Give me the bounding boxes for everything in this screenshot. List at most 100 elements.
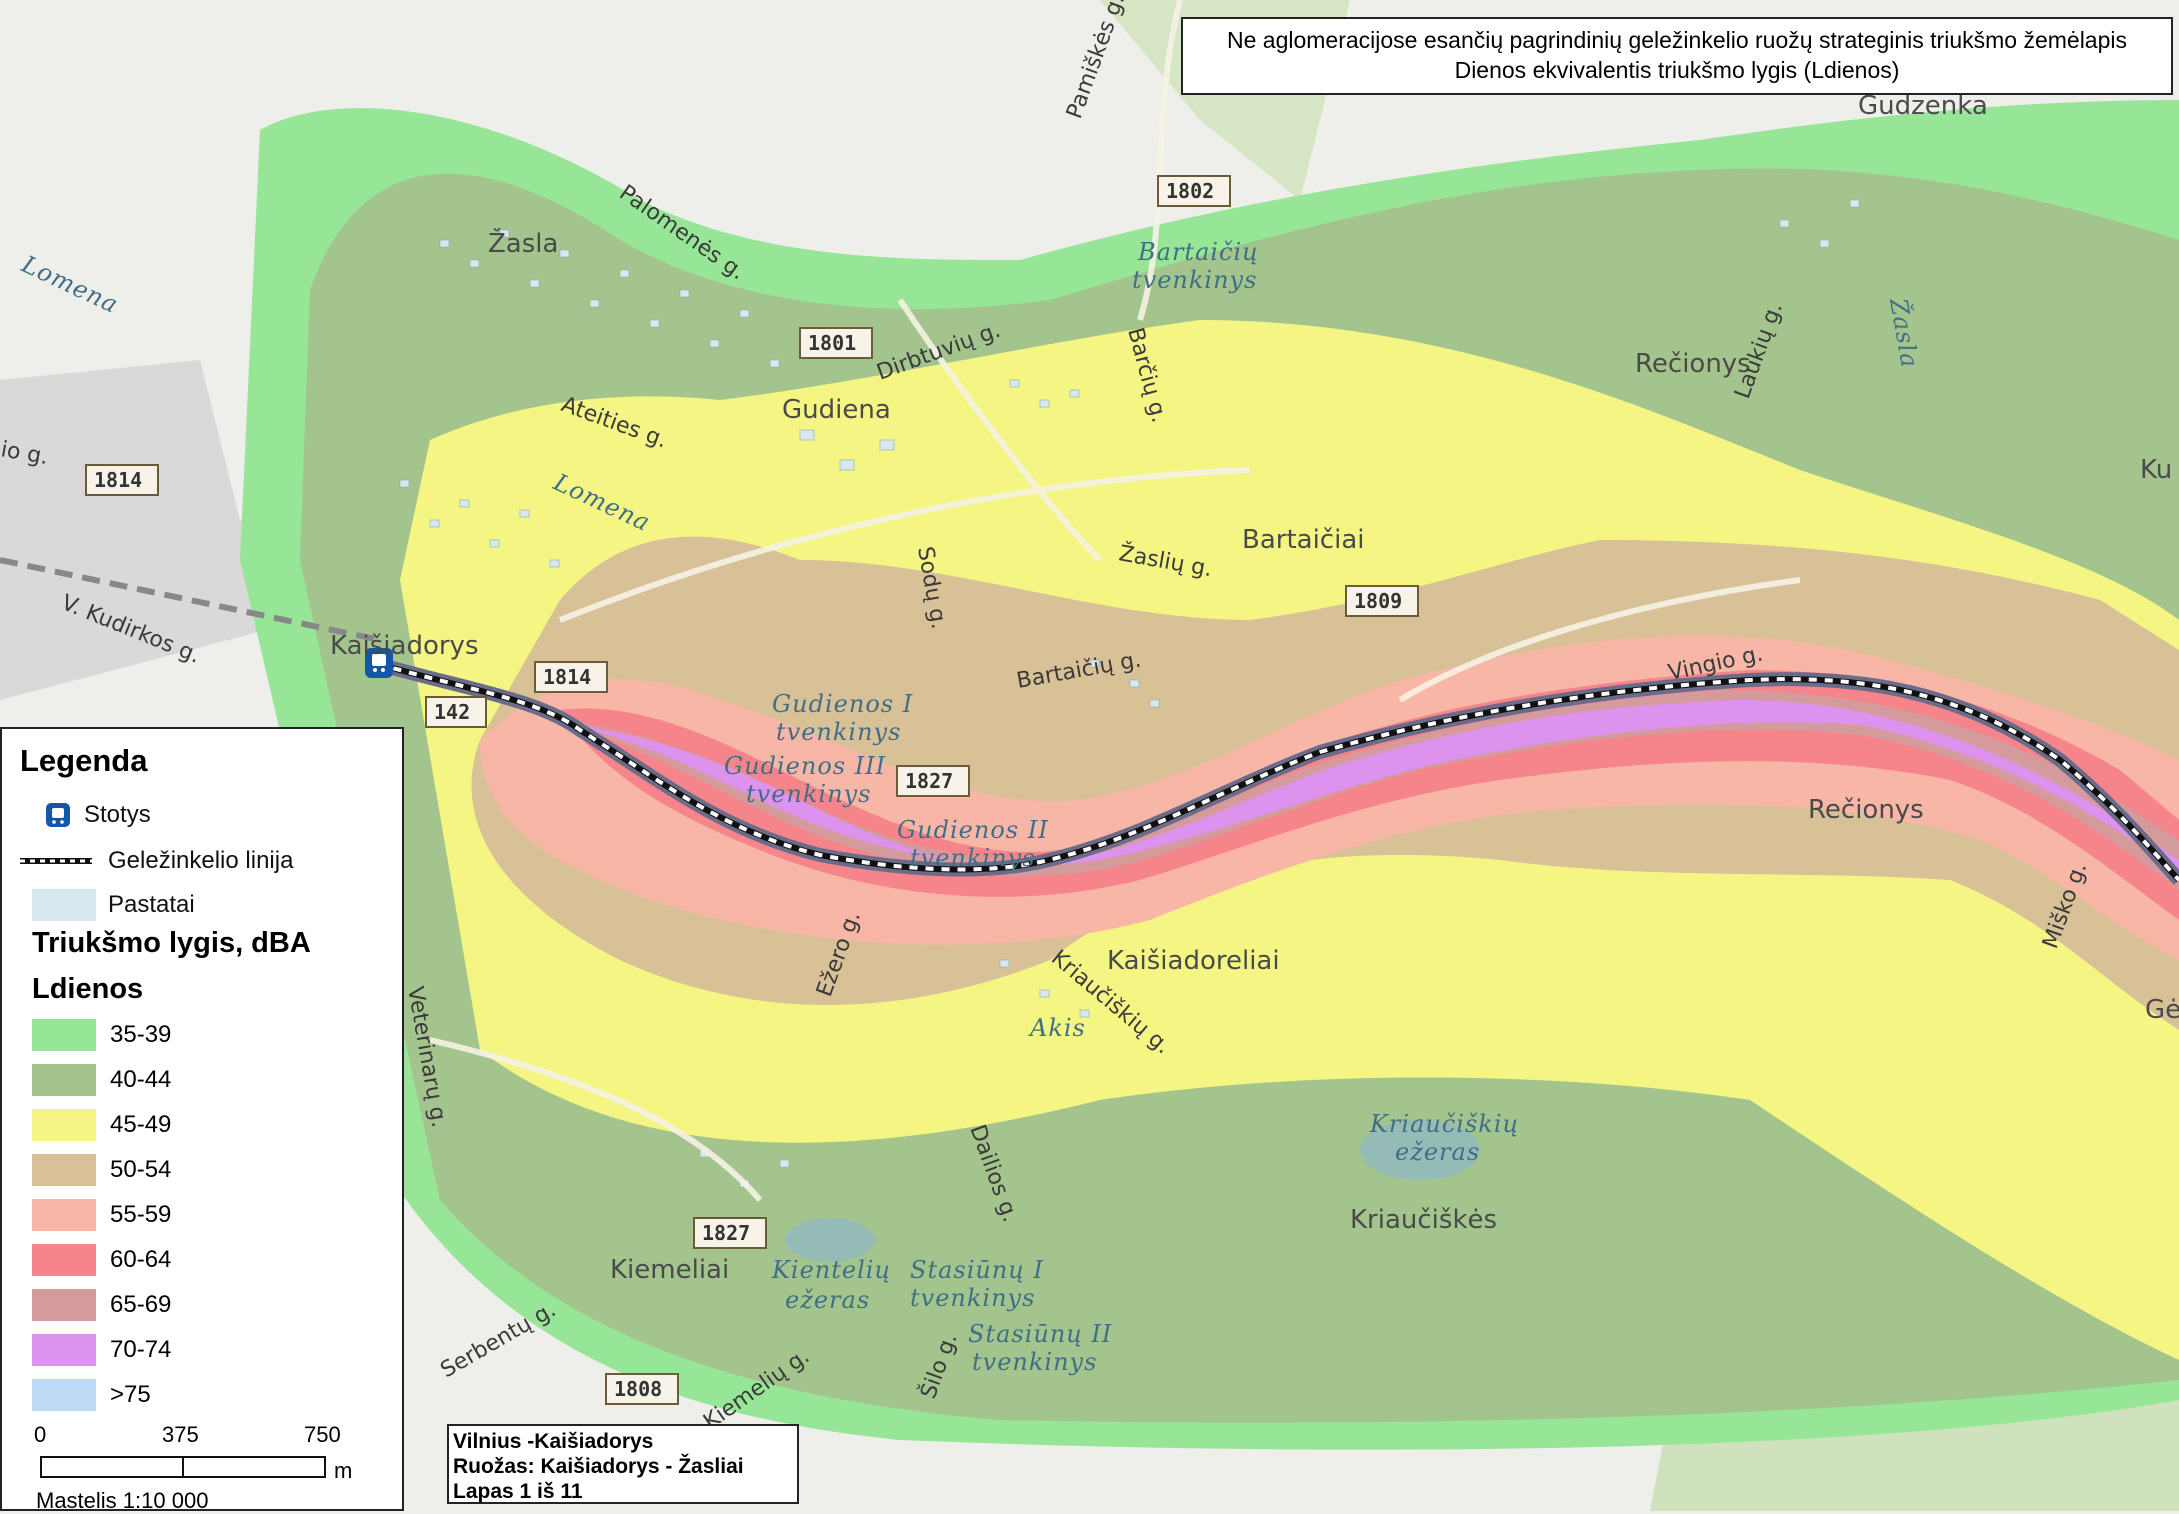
legend-noise-heading: Triukšmo lygis, dBA xyxy=(32,927,311,959)
water-label: Akis xyxy=(1028,1014,1086,1042)
road-shield-1814: 1814 xyxy=(85,464,159,496)
legend-label: Stotys xyxy=(84,801,151,828)
water-label: Kriaučiškių xyxy=(1369,1110,1519,1138)
svg-text:1814: 1814 xyxy=(543,665,591,689)
scale-tick: 375 xyxy=(162,1422,199,1447)
legend-item-railway: Geležinkelio linija xyxy=(16,845,293,877)
water-label: Gudienos III xyxy=(724,752,886,780)
scale-tick: 0 xyxy=(34,1422,47,1447)
legend-label: Geležinkelio linija xyxy=(108,847,294,874)
old-railway-dashed xyxy=(0,557,381,643)
water-label: tvenkinys xyxy=(972,1348,1097,1376)
water-label: tvenkinys xyxy=(1132,266,1257,294)
legend-swatch xyxy=(32,1334,96,1366)
legend-noise-class: 35-39 xyxy=(32,1019,171,1051)
water-label: Kientelių xyxy=(771,1256,891,1284)
place-label: Kaišiadoreliai xyxy=(1107,946,1280,976)
place-label: Rečionys xyxy=(1808,795,1924,825)
legend-item-buildings: Pastatai xyxy=(32,889,195,921)
map-subtitle: Dienos ekvivalentis triukšmo lygis (Ldie… xyxy=(1454,57,1900,83)
place-label: Kiemeliai xyxy=(610,1255,729,1285)
water-label: Gudienos I xyxy=(772,690,913,718)
map-title-box: Ne aglomeracijose esančių pagrindinių ge… xyxy=(1181,17,2173,95)
legend-label: >75 xyxy=(110,1381,151,1408)
svg-text:1827: 1827 xyxy=(905,769,953,793)
sheet-line: Ruožas: Kaišiadorys - Žasliai xyxy=(453,1455,744,1478)
place-label: Ku xyxy=(2140,455,2172,485)
legend-swatch-buildings xyxy=(32,889,96,921)
legend-panel: Legenda Stotys Geležinkelio linija Pasta… xyxy=(0,727,404,1513)
water-label: tvenkinys xyxy=(910,844,1035,872)
water-label: tvenkinys xyxy=(910,1284,1035,1312)
road-shield-1827b: 1827 xyxy=(693,1217,767,1249)
legend-noise-class: 50-54 xyxy=(32,1154,171,1186)
place-label: Bartaičiai xyxy=(1242,525,1364,555)
legend-swatch xyxy=(32,1289,96,1321)
road-shield-1808: 1808 xyxy=(605,1373,679,1405)
water-body xyxy=(785,1218,875,1262)
water-label: Bartaičių xyxy=(1137,238,1259,266)
legend-swatch xyxy=(32,1019,96,1051)
legend-swatch xyxy=(32,1244,96,1276)
legend-noise-subheading: Ldienos xyxy=(32,973,144,1005)
road-shield-1801: 1801 xyxy=(799,327,873,359)
scale-unit: m xyxy=(334,1458,353,1483)
legend-swatch xyxy=(32,1379,96,1411)
legend-noise-class: 60-64 xyxy=(32,1244,171,1276)
place-label: Gudzenka xyxy=(1858,91,1988,121)
railway-line-dash-white xyxy=(377,662,2179,882)
map-title: Ne aglomeracijose esančių pagrindinių ge… xyxy=(1226,27,2127,53)
legend-swatch xyxy=(32,1154,96,1186)
sheet-info-box: Vilnius -Kaišiadorys Ruožas: Kaišiadorys… xyxy=(447,1424,799,1504)
legend-label: 40-44 xyxy=(110,1066,172,1093)
svg-text:1814: 1814 xyxy=(94,468,142,492)
train-station-icon xyxy=(46,803,70,827)
legend-noise-class: 55-59 xyxy=(32,1199,171,1231)
water-body xyxy=(1360,1120,1480,1180)
legend-label: 50-54 xyxy=(110,1156,172,1183)
place-label: Gė xyxy=(2145,995,2179,1025)
legend-label: 60-64 xyxy=(110,1246,172,1273)
legend-swatch xyxy=(32,1064,96,1096)
road-shield-1802: 1802 xyxy=(1157,175,1231,207)
legend-noise-class: 65-69 xyxy=(32,1289,171,1321)
water-label: tvenkinys xyxy=(746,780,871,808)
svg-text:1801: 1801 xyxy=(808,331,856,355)
place-label: Kaišiadorys xyxy=(330,631,478,661)
legend-label: Pastatai xyxy=(108,891,195,918)
legend-item-stations: Stotys xyxy=(32,799,151,831)
place-label: Rečionys xyxy=(1635,349,1751,379)
road-shield-1827: 1827 xyxy=(896,765,970,797)
legend-noise-class: 45-49 xyxy=(32,1109,171,1141)
legend-noise-class: 70-74 xyxy=(32,1334,171,1366)
legend-label: 65-69 xyxy=(110,1291,172,1318)
road-shield-1814b: 1814 xyxy=(534,661,608,693)
svg-text:1809: 1809 xyxy=(1354,589,1402,613)
scale-segment xyxy=(182,1456,326,1478)
svg-text:1808: 1808 xyxy=(614,1377,662,1401)
railway-line-icon xyxy=(20,858,92,864)
roads xyxy=(429,0,1801,1202)
legend-label: 35-39 xyxy=(110,1021,172,1048)
place-label: Žasla xyxy=(488,227,558,259)
legend-noise-class: >75 xyxy=(32,1379,151,1411)
svg-text:142: 142 xyxy=(434,700,470,724)
svg-text:1827: 1827 xyxy=(702,1221,750,1245)
water-label: tvenkinys xyxy=(776,718,901,746)
sheet-line: Lapas 1 iš 11 xyxy=(453,1480,583,1503)
scale-tick: 750 xyxy=(304,1422,341,1447)
road-shield-142: 142 xyxy=(425,696,487,728)
water-label: ežeras xyxy=(785,1286,870,1314)
water-label: Gudienos II xyxy=(897,816,1049,844)
legend-noise-class: 40-44 xyxy=(32,1064,171,1096)
legend-title: Legenda xyxy=(20,743,148,778)
water-label: Stasiūnų I xyxy=(910,1256,1044,1284)
place-label: Kriaučiškės xyxy=(1350,1205,1497,1235)
sheet-line: Vilnius -Kaišiadorys xyxy=(453,1430,654,1453)
legend-swatch xyxy=(32,1199,96,1231)
legend-label: 70-74 xyxy=(110,1336,172,1363)
train-station-icon[interactable] xyxy=(365,648,393,678)
place-label: Gudiena xyxy=(782,395,891,425)
legend-label: 55-59 xyxy=(110,1201,172,1228)
